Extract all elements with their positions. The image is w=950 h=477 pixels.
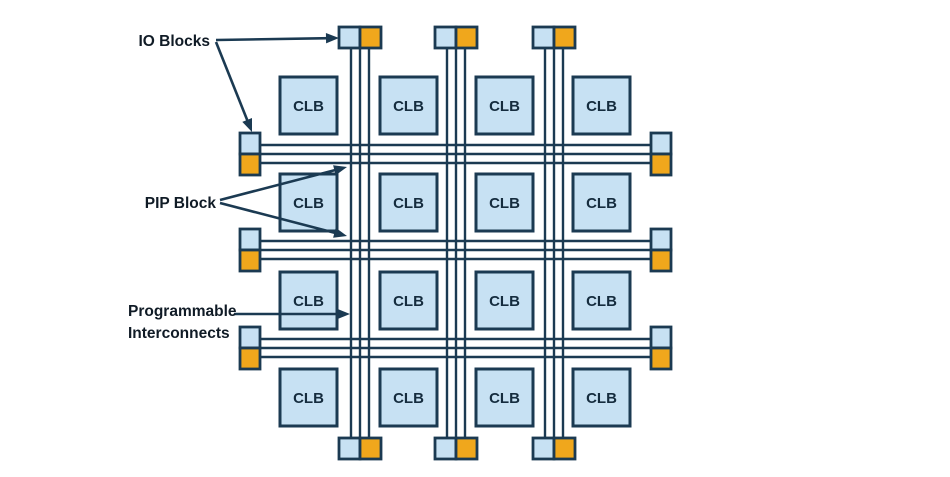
clb-block xyxy=(278,270,339,331)
programmable-interconnects-label-line1: Programmable xyxy=(128,303,237,320)
clb-label: CLB xyxy=(586,293,617,310)
clb-block xyxy=(474,75,535,136)
io-block-blue xyxy=(337,436,362,461)
clb-label: CLB xyxy=(393,195,424,212)
clb-label: CLB xyxy=(489,293,520,310)
clb-block xyxy=(474,367,535,428)
io-block-orange xyxy=(552,436,577,461)
clb-label: CLB xyxy=(293,98,324,115)
io-block-blue xyxy=(531,436,556,461)
io-block-blue xyxy=(649,227,673,252)
clb-label: CLB xyxy=(293,293,324,310)
clb-label: CLB xyxy=(586,390,617,407)
clb-block xyxy=(378,367,439,428)
annotation-arrowhead-icon xyxy=(333,165,347,176)
pip-block-label: PIP Block xyxy=(145,195,217,212)
io-block-blue xyxy=(238,227,262,252)
interconnect-wires-layer xyxy=(260,48,651,438)
annotation-labels-layer: IO Blocks PIP Block Programmable Interco… xyxy=(128,33,237,342)
io-block-orange xyxy=(238,248,262,273)
io-block-orange xyxy=(454,436,479,461)
clb-block xyxy=(378,75,439,136)
annotation-arrow-line xyxy=(215,36,330,42)
clb-label: CLB xyxy=(489,195,520,212)
clb-block xyxy=(474,270,535,331)
io-block-blue xyxy=(238,325,262,350)
clb-block xyxy=(278,75,339,136)
io-block-orange xyxy=(649,152,673,177)
clb-label: CLB xyxy=(586,98,617,115)
annotation-arrow-line xyxy=(219,168,338,202)
io-block-blue xyxy=(433,25,458,50)
io-block-orange xyxy=(649,248,673,273)
clb-block xyxy=(278,367,339,428)
io-block-blue xyxy=(649,131,673,156)
clb-block xyxy=(474,172,535,233)
io-block-orange xyxy=(238,346,262,371)
io-block-blue xyxy=(433,436,458,461)
clb-block xyxy=(571,172,632,233)
clb-block xyxy=(378,172,439,233)
clb-block xyxy=(571,75,632,136)
clb-label: CLB xyxy=(293,390,324,407)
annotation-arrows-layer xyxy=(214,33,350,320)
clb-label: CLB xyxy=(489,390,520,407)
clb-label: CLB xyxy=(393,98,424,115)
clb-label: CLB xyxy=(586,195,617,212)
io-block-orange xyxy=(238,152,262,177)
io-block-orange xyxy=(552,25,577,50)
io-block-blue xyxy=(238,131,262,156)
clb-label: CLB xyxy=(293,195,324,212)
annotation-arrowhead-icon xyxy=(242,118,252,132)
clb-label: CLB xyxy=(393,390,424,407)
io-block-blue xyxy=(531,25,556,50)
annotation-arrow-line xyxy=(219,201,338,235)
annotation-arrow-line xyxy=(214,41,250,124)
annotation-arrowhead-icon xyxy=(325,33,339,44)
clb-label: CLB xyxy=(393,293,424,310)
io-blocks-label: IO Blocks xyxy=(139,33,211,50)
annotation-arrowhead-icon xyxy=(333,227,347,238)
io-block-orange xyxy=(358,25,383,50)
clb-block xyxy=(571,367,632,428)
io-block-blue xyxy=(649,325,673,350)
clb-label: CLB xyxy=(489,98,520,115)
clb-block xyxy=(571,270,632,331)
annotation-arrowhead-icon xyxy=(337,308,350,320)
io-block-blue xyxy=(337,25,362,50)
io-block-orange xyxy=(454,25,479,50)
io-block-orange xyxy=(649,346,673,371)
programmable-interconnects-label-line2: Interconnects xyxy=(128,325,230,342)
io-block-orange xyxy=(358,436,383,461)
blocks-layer: CLB CLB CLB CLB CLB CLB CLB CLB CLB CLB CLB CLB CLB C… xyxy=(238,25,673,461)
clb-block xyxy=(378,270,439,331)
